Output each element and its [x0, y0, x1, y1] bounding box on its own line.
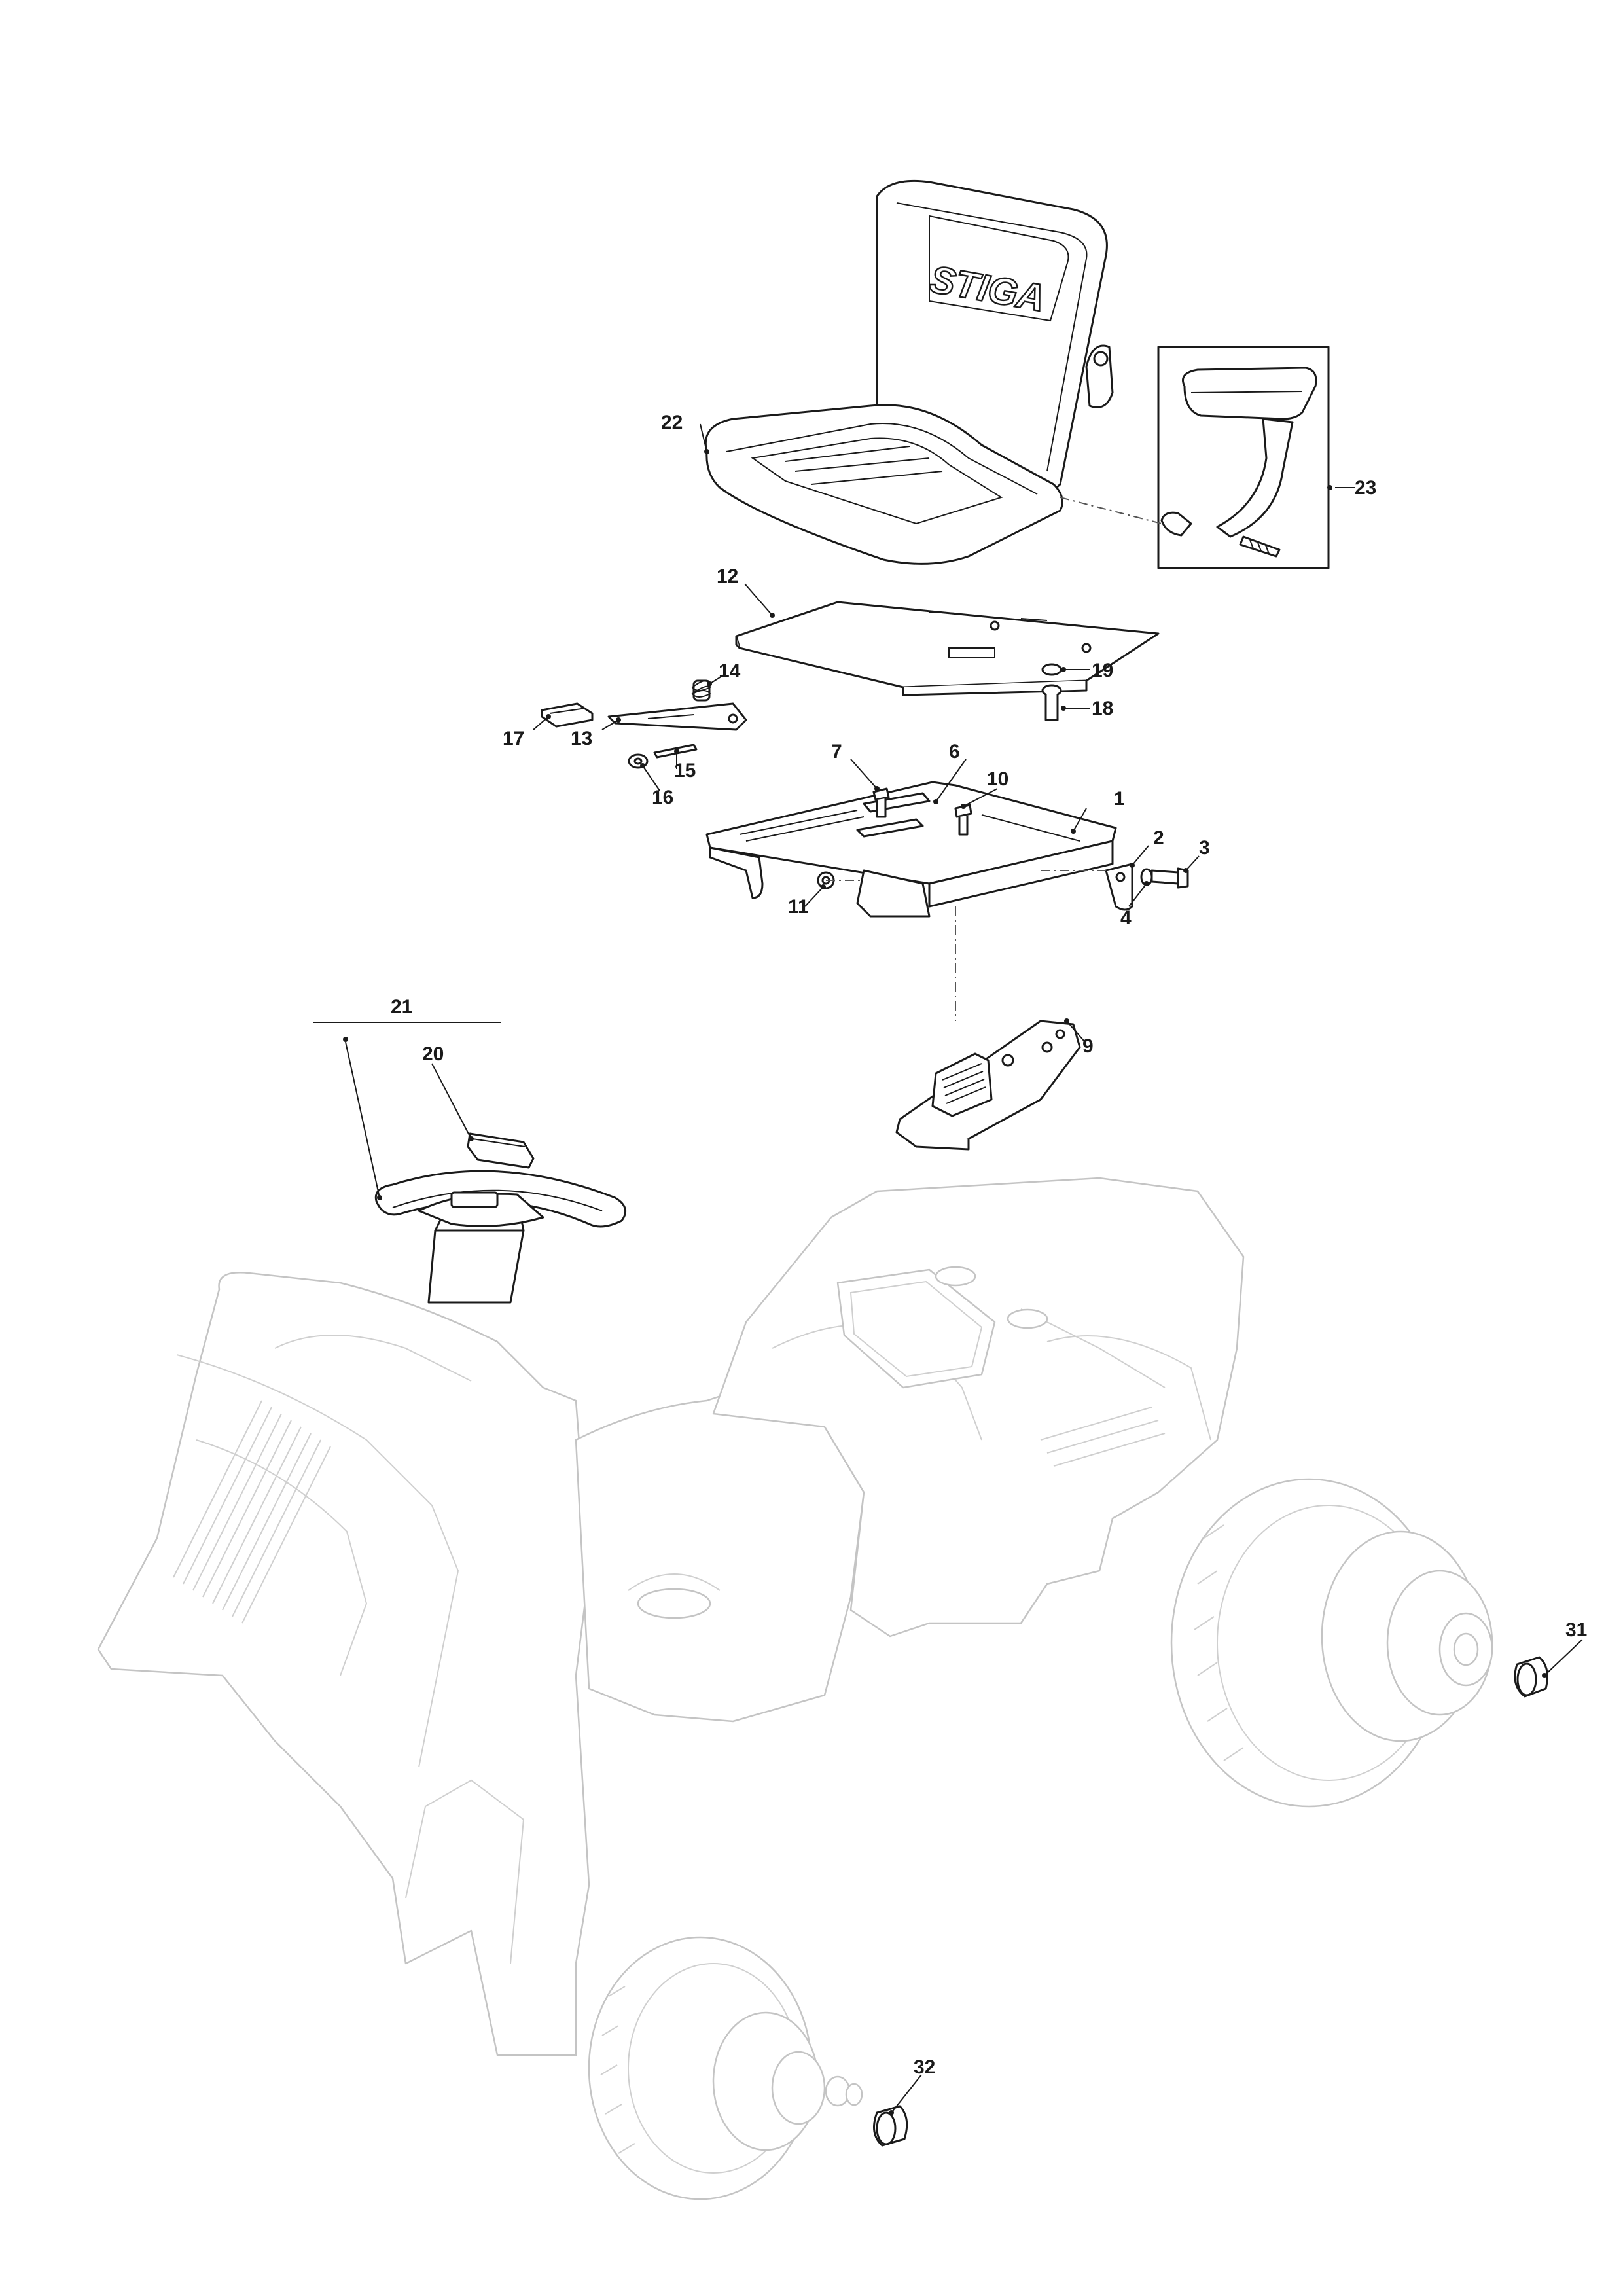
- callout-17: 17: [503, 728, 524, 749]
- assembly-lines: [826, 497, 1162, 1021]
- bracket-2: [1105, 863, 1133, 911]
- front-wheel: [588, 1936, 863, 2200]
- leader-lines: [313, 423, 1583, 2115]
- callout-20: 20: [422, 1043, 444, 1065]
- callout-32: 32: [914, 2056, 935, 2078]
- rear-wheel: [1170, 1478, 1493, 1808]
- callout-21: 21: [391, 996, 412, 1018]
- seat-switch-9: [895, 1020, 1081, 1151]
- callout-1: 1: [1114, 788, 1125, 810]
- spring-14: [691, 679, 711, 702]
- callout-3: 3: [1199, 837, 1210, 859]
- callout-16: 16: [652, 787, 673, 808]
- callout-10: 10: [987, 768, 1008, 790]
- callout-23: 23: [1355, 477, 1376, 499]
- callout-9: 9: [1082, 1035, 1094, 1057]
- ghost-chassis: [97, 1177, 1245, 2056]
- seat-frame: [705, 781, 1117, 918]
- callout-12: 12: [717, 565, 738, 587]
- steering-wheel: [374, 1170, 627, 1304]
- seat: STIGA: [704, 179, 1114, 565]
- callout-19: 19: [1092, 660, 1113, 681]
- callout-6: 6: [949, 741, 960, 762]
- callout-18: 18: [1092, 698, 1113, 719]
- callout-31: 31: [1565, 1619, 1587, 1641]
- lever-17: [541, 702, 594, 728]
- armrest-kit: [1157, 346, 1330, 569]
- bolt-18: [1041, 684, 1062, 721]
- callout-22: 22: [661, 412, 683, 433]
- hub-cap-31: [1514, 1656, 1548, 1698]
- callout-2: 2: [1153, 827, 1164, 849]
- callout-14: 14: [719, 660, 741, 682]
- callout-4: 4: [1120, 907, 1132, 929]
- washer-19: [1041, 663, 1062, 676]
- slide-rail-13: [607, 702, 747, 731]
- hub-cap-32: [873, 2105, 908, 2147]
- bolt-3: [1150, 867, 1189, 889]
- callout-labels: 1 2 3 4 6 7 9 10 11 12 13 14 15 16 17 18…: [391, 412, 1587, 2078]
- callout-11: 11: [788, 896, 809, 918]
- callout-13: 13: [571, 728, 592, 749]
- steering-wheel-cap-20: [467, 1132, 535, 1169]
- callout-7: 7: [831, 741, 842, 762]
- callout-15: 15: [674, 760, 696, 781]
